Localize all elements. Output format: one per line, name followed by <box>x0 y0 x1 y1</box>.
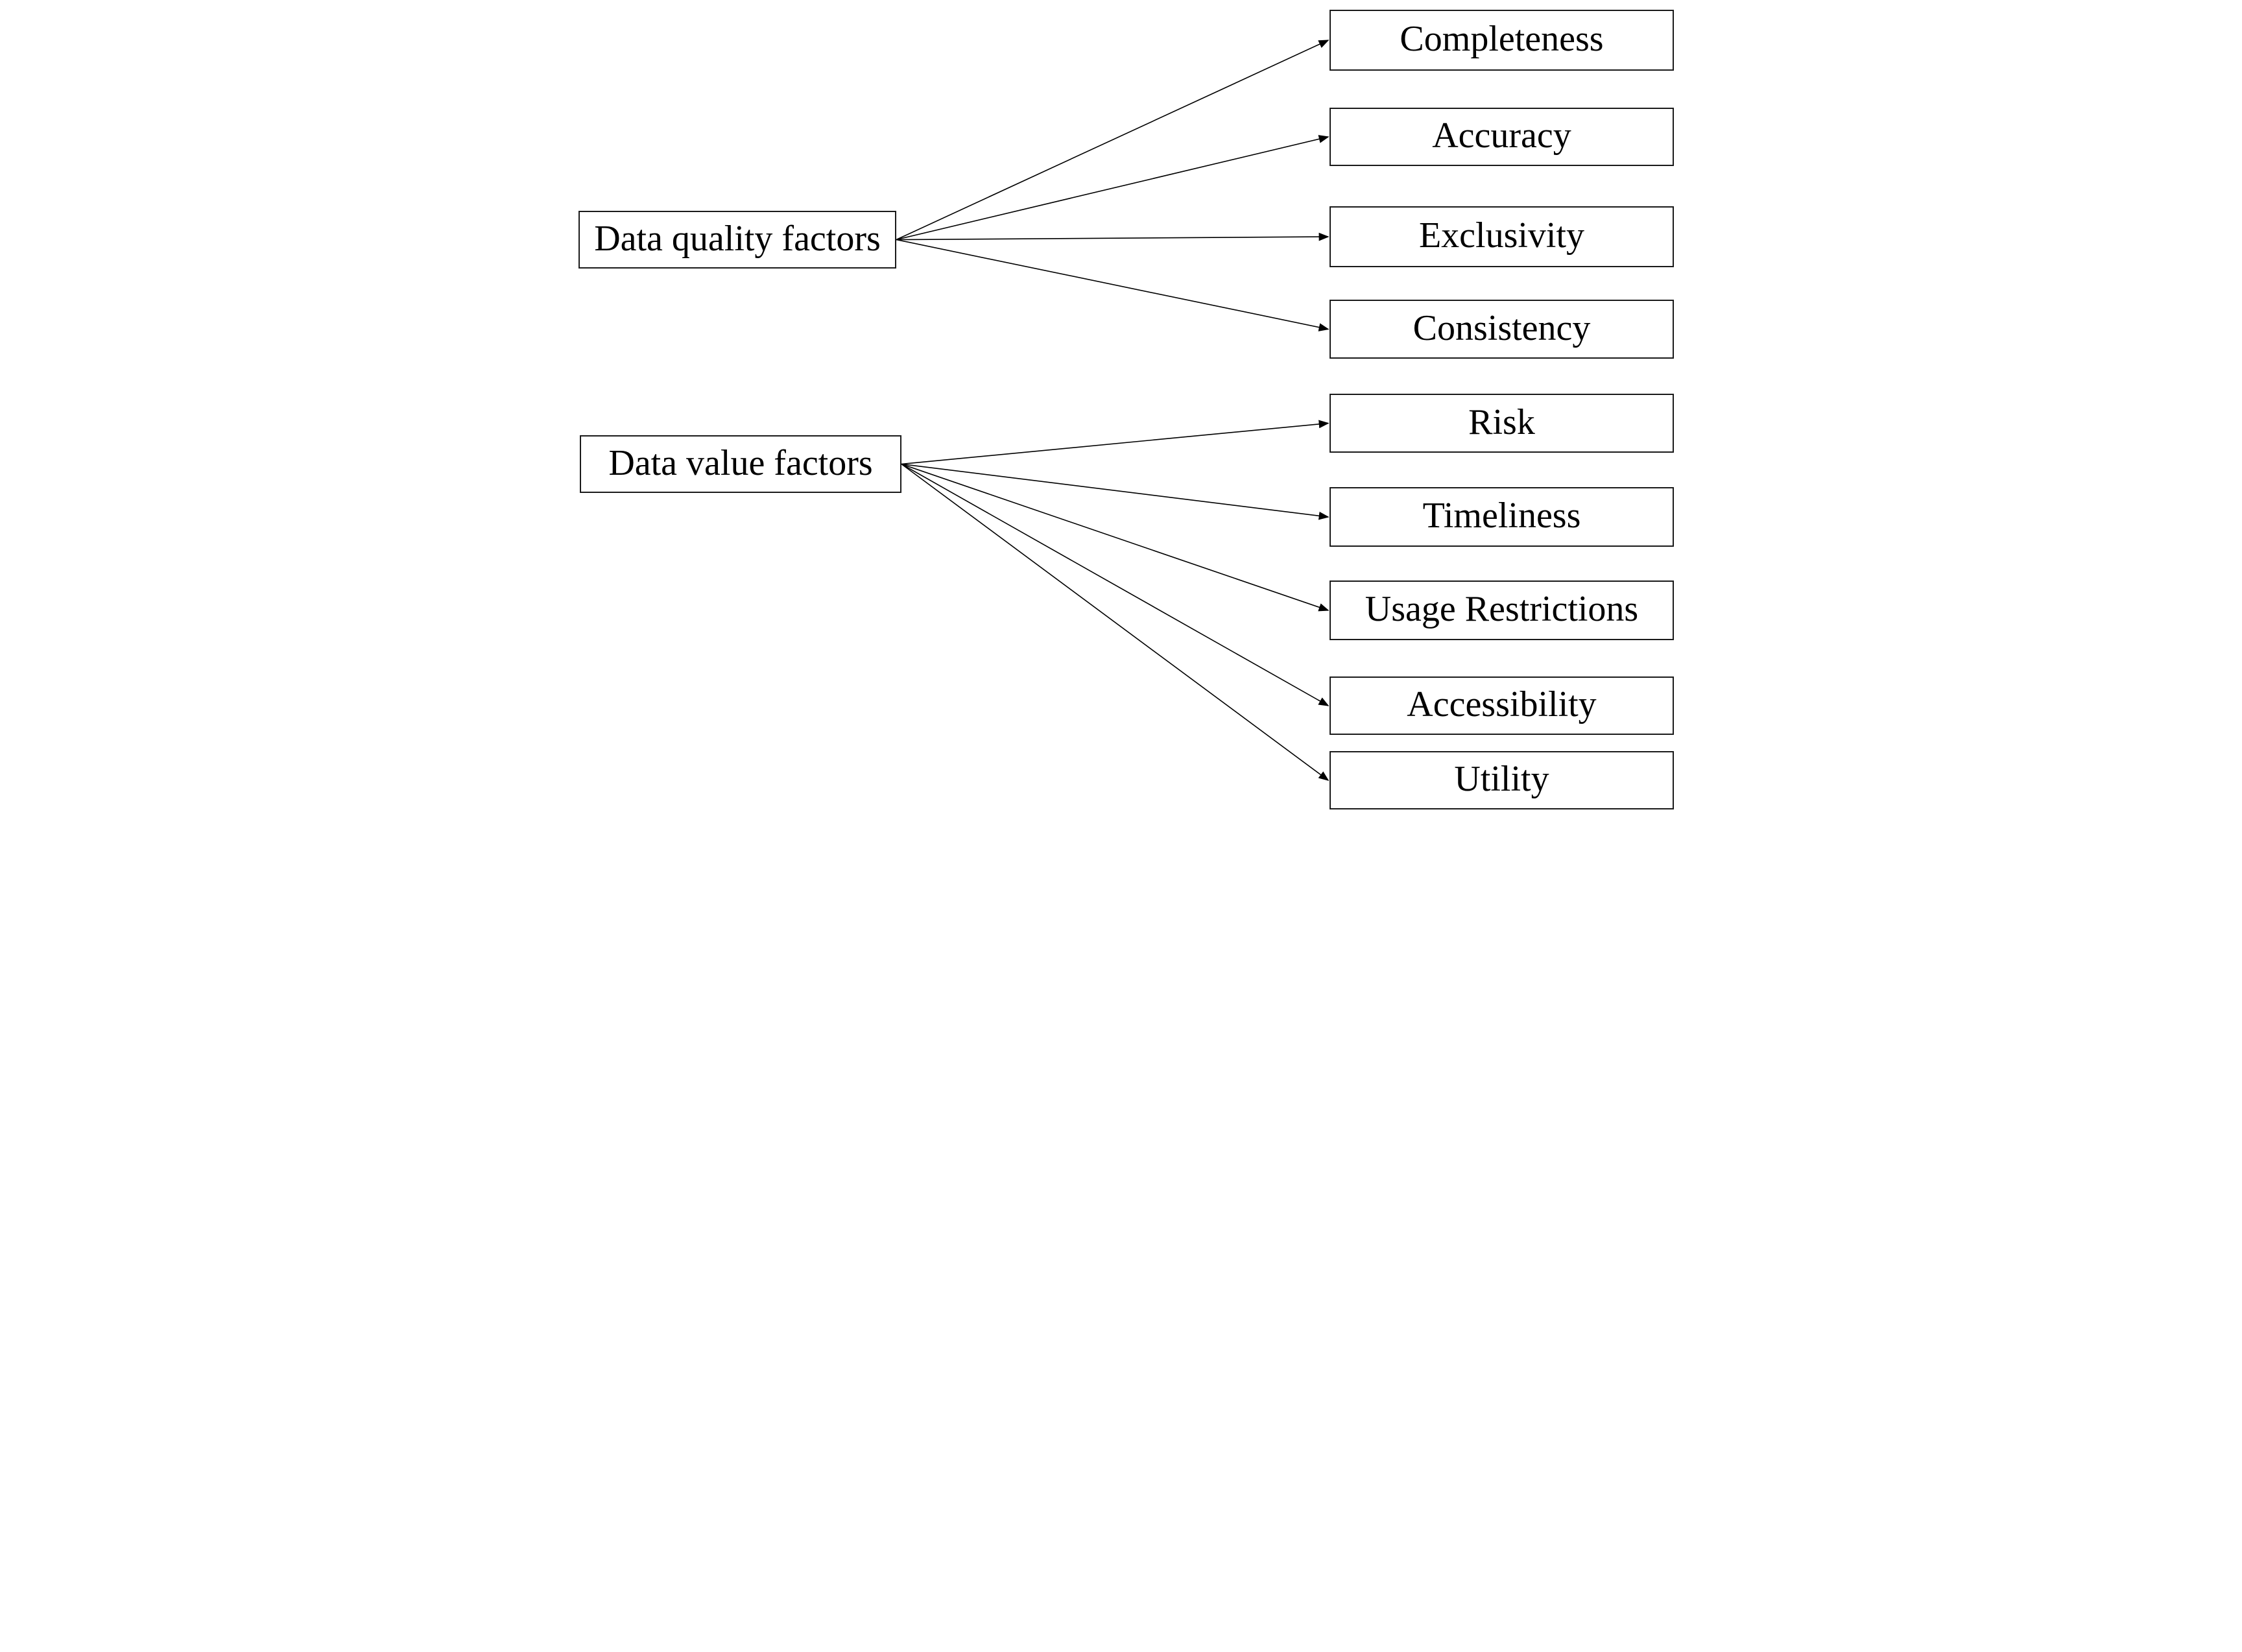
connector-arrow <box>896 239 1330 331</box>
connector-arrow <box>896 135 1330 241</box>
node-risk: Risk <box>1330 394 1674 453</box>
diagram-stage: Data quality factors Data value factors … <box>560 0 1682 826</box>
node-label: Timeliness <box>1422 496 1581 536</box>
node-usage-restrictions: Usage Restrictions <box>1330 581 1674 640</box>
node-timeliness: Timeliness <box>1330 487 1674 547</box>
connector-arrow <box>901 463 1330 706</box>
connector-arrow <box>896 232 1330 241</box>
node-label: Exclusivity <box>1418 215 1585 256</box>
connector-arrow <box>896 40 1330 241</box>
node-label: Data value factors <box>608 442 873 483</box>
node-consistency: Consistency <box>1330 300 1674 359</box>
node-label: Accessibility <box>1407 684 1597 724</box>
node-label: Data quality factors <box>594 218 881 259</box>
node-label: Utility <box>1454 759 1549 799</box>
node-label: Completeness <box>1400 19 1604 59</box>
node-label: Usage Restrictions <box>1365 589 1639 629</box>
connector-arrow <box>901 463 1330 781</box>
node-data-quality-factors: Data quality factors <box>578 211 896 269</box>
connector-arrow <box>901 463 1330 520</box>
node-label: Accuracy <box>1432 115 1571 156</box>
node-accuracy: Accuracy <box>1330 108 1674 166</box>
node-data-value-factors: Data value factors <box>580 435 901 493</box>
node-utility: Utility <box>1330 751 1674 809</box>
node-completeness: Completeness <box>1330 10 1674 71</box>
node-accessibility: Accessibility <box>1330 676 1674 735</box>
node-exclusivity: Exclusivity <box>1330 206 1674 267</box>
node-label: Consistency <box>1413 307 1591 348</box>
connector-arrow <box>901 463 1330 612</box>
connector-arrow <box>901 420 1330 465</box>
node-label: Risk <box>1468 401 1535 442</box>
